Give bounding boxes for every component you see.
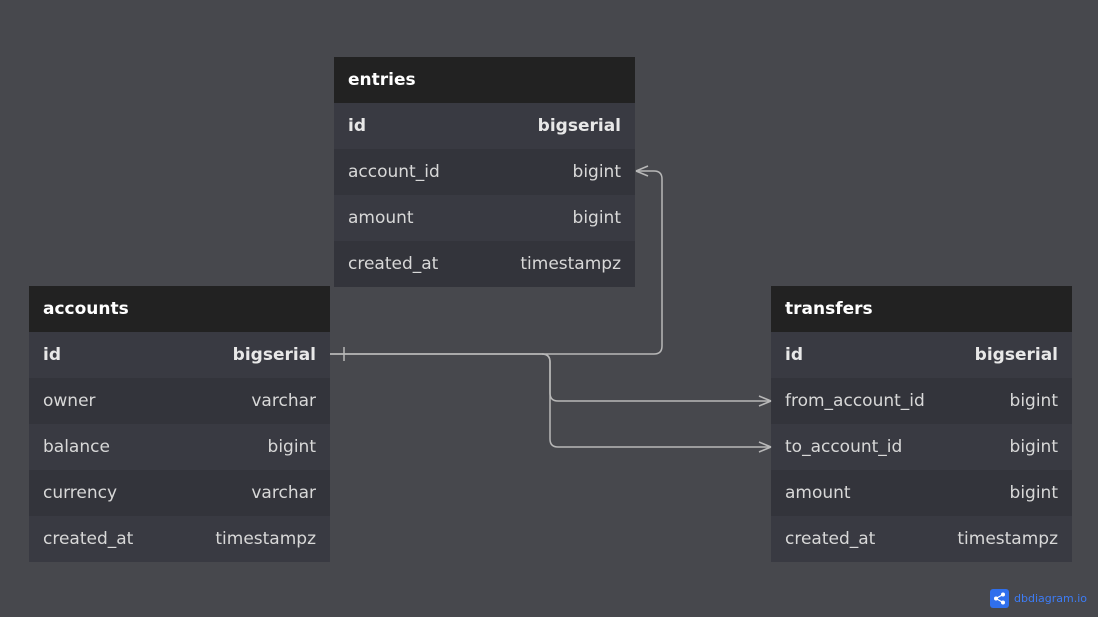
relation-accounts-transfers-from: [330, 353, 771, 402]
table-row[interactable]: id bigserial: [29, 332, 330, 378]
column-type: bigint: [1009, 483, 1058, 503]
table-row[interactable]: id bigserial: [334, 103, 635, 149]
table-row[interactable]: amount bigint: [771, 470, 1072, 516]
column-name: id: [43, 345, 61, 365]
table-title: accounts: [43, 299, 129, 319]
table-row[interactable]: created_at timestampz: [771, 516, 1072, 562]
column-type: bigint: [1009, 391, 1058, 411]
column-name: amount: [348, 208, 414, 228]
table-row[interactable]: amount bigint: [334, 195, 635, 241]
crowfoot-transfers-from-account-id: [758, 395, 772, 407]
share-nodes-icon: [990, 589, 1009, 608]
column-name: id: [348, 116, 366, 136]
crowfoot-entries-account-id: [635, 165, 649, 177]
column-type: bigint: [1009, 437, 1058, 457]
column-name: created_at: [785, 529, 876, 549]
column-type: varchar: [251, 483, 316, 503]
table-transfers[interactable]: transfers id bigserial from_account_id b…: [771, 286, 1072, 562]
column-type: varchar: [251, 391, 316, 411]
column-type: bigint: [267, 437, 316, 457]
table-header-entries[interactable]: entries: [334, 57, 635, 103]
column-type: bigint: [572, 162, 621, 182]
column-name: id: [785, 345, 803, 365]
brand-watermark[interactable]: dbdiagram.io: [990, 589, 1087, 608]
relation-accounts-transfers-to: [541, 353, 771, 448]
table-row[interactable]: currency varchar: [29, 470, 330, 516]
table-row[interactable]: owner varchar: [29, 378, 330, 424]
table-entries[interactable]: entries id bigserial account_id bigint a…: [334, 57, 635, 287]
column-type: bigserial: [537, 116, 621, 136]
brand-label: dbdiagram.io: [1014, 592, 1087, 605]
column-type: timestampz: [520, 254, 621, 274]
table-row[interactable]: from_account_id bigint: [771, 378, 1072, 424]
column-type: bigserial: [232, 345, 316, 365]
column-name: created_at: [43, 529, 134, 549]
table-row[interactable]: account_id bigint: [334, 149, 635, 195]
column-name: account_id: [348, 162, 440, 182]
table-title: transfers: [785, 299, 873, 319]
column-name: amount: [785, 483, 851, 503]
table-row[interactable]: created_at timestampz: [334, 241, 635, 287]
column-type: timestampz: [215, 529, 316, 549]
crowfoot-transfers-to-account-id: [758, 441, 772, 453]
column-name: currency: [43, 483, 118, 503]
table-accounts[interactable]: accounts id bigserial owner varchar bala…: [29, 286, 330, 562]
column-name: balance: [43, 437, 110, 457]
table-header-transfers[interactable]: transfers: [771, 286, 1072, 332]
table-row[interactable]: balance bigint: [29, 424, 330, 470]
table-row[interactable]: to_account_id bigint: [771, 424, 1072, 470]
column-type: timestampz: [957, 529, 1058, 549]
column-name: to_account_id: [785, 437, 903, 457]
column-type: bigserial: [974, 345, 1058, 365]
column-name: owner: [43, 391, 96, 411]
column-type: bigint: [572, 208, 621, 228]
column-name: from_account_id: [785, 391, 925, 411]
table-row[interactable]: created_at timestampz: [29, 516, 330, 562]
table-title: entries: [348, 70, 416, 90]
table-row[interactable]: id bigserial: [771, 332, 1072, 378]
column-name: created_at: [348, 254, 439, 274]
table-header-accounts[interactable]: accounts: [29, 286, 330, 332]
